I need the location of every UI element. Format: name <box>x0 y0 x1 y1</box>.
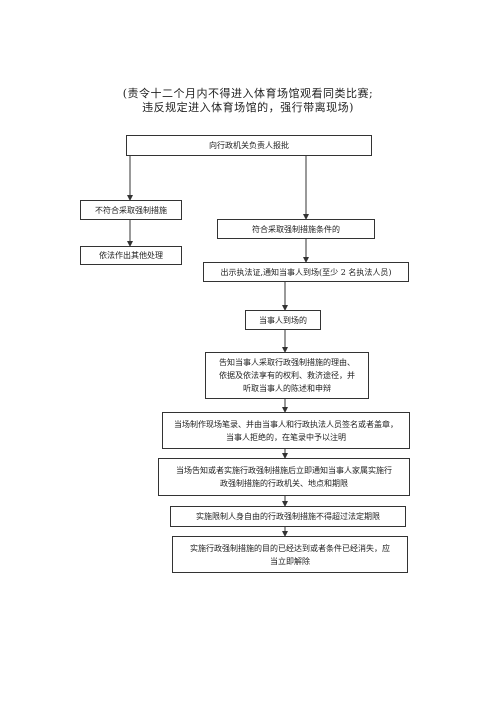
header-line-2: 违反规定进入体育场馆的，强行带离现场) <box>142 101 354 114</box>
report-box: 向行政机关负责人报批 <box>126 135 372 156</box>
release-box: 实施行政强制措施的目的已经达到或者条件已经消失，应 当立即解除 <box>172 536 408 573</box>
show-id-box: 出示执法证,通知当事人到场(至少 2 名执法人员) <box>203 262 409 282</box>
party-present-box: 当事人到场的 <box>245 310 321 330</box>
time-limit-box: 实施限制人身自由的行政强制措施不得超过法定期限 <box>170 506 406 527</box>
meet-box: 符合采取强制措施条件的 <box>217 219 375 239</box>
not-meet-box: 不符合采取强制措施 <box>80 200 182 220</box>
header-line-1: (责令十二个月内不得进入体育场馆观看同类比赛; <box>122 87 374 100</box>
other-handling-box: 依法作出其他处理 <box>80 246 182 265</box>
notify-family-box: 当场告知或者实施行政强制措施后立即通知当事人家属实施行 政强制措施的行政机关、地… <box>158 458 410 496</box>
inform-box: 告知当事人采取行政强制措施的理由、 依据及依法享有的权利、救济途径，并 听取当事… <box>205 352 369 399</box>
record-box: 当场制作现场笔录、并由当事人和行政执法人员签名或者盖章， 当事人拒绝的，在笔录中… <box>162 412 410 449</box>
